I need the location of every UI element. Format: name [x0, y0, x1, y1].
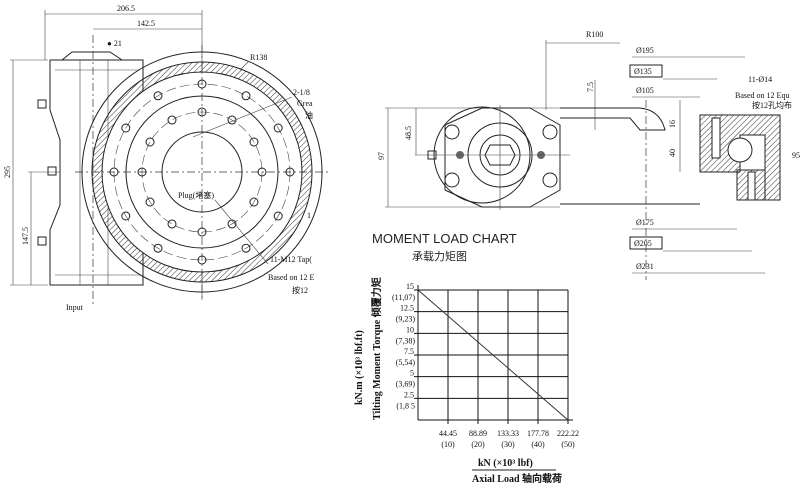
y-tick-label: 15	[406, 282, 414, 291]
dim-d175: Ø175	[636, 218, 654, 227]
x-tick-label: 133.33	[497, 429, 519, 438]
bolt-hole	[121, 211, 131, 221]
based-label: Based on 12 E	[268, 273, 315, 282]
bolt-hole	[249, 137, 259, 147]
bolt-hole	[145, 197, 155, 207]
dim-center: 142.5	[137, 19, 155, 28]
y-tick-alt-label: (1,8 5	[396, 401, 415, 410]
x-tick-alt-label: (10)	[441, 440, 455, 449]
y-tick-alt-label: (7,38)	[396, 336, 416, 345]
x-tick-alt-label: (50)	[561, 440, 575, 449]
x-tick-label: 44.45	[439, 429, 457, 438]
grease-label: Grea	[297, 99, 313, 108]
dim-48-5: 48.5	[404, 126, 413, 140]
dim-d205: Ø205	[634, 239, 652, 248]
bolt-hole	[145, 137, 155, 147]
grease-cn: 油	[305, 110, 313, 120]
dim-97: 97	[377, 152, 386, 160]
dim-d105: Ø105	[636, 86, 654, 95]
x-axis-label-2: Axial Load 轴向载荷	[472, 472, 562, 485]
x-tick-alt-label: (40)	[531, 440, 545, 449]
x-tick-label: 222.22	[557, 429, 579, 438]
dim-width: 206.5	[117, 4, 135, 13]
y-axis-label-2: Tilting Moment Torque 倾覆力矩	[370, 277, 383, 420]
bolt-hole	[197, 255, 207, 265]
bolt-hole	[121, 123, 131, 133]
x-tick-alt-label: (30)	[501, 440, 515, 449]
dim-d195: Ø195	[636, 46, 654, 55]
y-tick-label: 5	[410, 369, 414, 378]
y-tick-label: 7.5	[404, 347, 414, 356]
chart-title-cn: 承载力矩图	[412, 250, 467, 263]
bolt-hole	[153, 91, 163, 101]
dim-40: 40	[668, 149, 677, 157]
bolt-hole	[273, 211, 283, 221]
section-view: Ø195 Ø135 11-Ø14 Ø105 Based on 12 Equ 按1…	[629, 46, 800, 280]
series-line	[417, 289, 569, 421]
bolt-hole	[285, 167, 295, 177]
bolt-hole	[197, 227, 207, 237]
bolt-hole	[249, 197, 259, 207]
y-tick-alt-label: (5,54)	[396, 358, 416, 367]
grease-size: 2-1/8	[293, 88, 310, 97]
dim-16: 16	[668, 120, 677, 128]
dim-d231: Ø231	[636, 262, 654, 271]
based-on-label: Based on 12 Equ	[735, 91, 789, 100]
y-tick-label: 12.5	[400, 304, 414, 313]
y-tick-label: 10	[406, 325, 414, 334]
plug-label: Plug(堵塞)	[178, 190, 214, 200]
dim-r100: R100	[586, 30, 603, 39]
bolt-hole	[153, 243, 163, 253]
bolt-hole	[167, 115, 177, 125]
moment-load-chart: 44.45 (10) 88.89 (20) 133.33 (30) 177.78 (40) 22…	[354, 277, 579, 485]
dim-d135: Ø135	[634, 67, 652, 76]
bolt-hole	[257, 167, 267, 177]
x-axis-label: kN (×10³ lbf)	[478, 458, 533, 469]
y-tick-label: 2.5	[404, 390, 414, 399]
chart-title: MOMENT LOAD CHART	[372, 231, 517, 246]
bolt-pattern-cn: 按12	[292, 285, 308, 295]
dim-holes: 11-Ø14	[748, 75, 772, 84]
bolt-hole	[109, 167, 119, 177]
bolt-hole	[167, 219, 177, 229]
tap-label: 11-M12 Tap(	[270, 255, 312, 264]
bolt-hole	[241, 243, 251, 253]
y-tick-alt-label: (11,07)	[392, 293, 415, 302]
dim-input-shaft: ● 21	[107, 39, 122, 48]
y-tick-alt-label: (3,69)	[396, 380, 416, 389]
bolt-hole	[227, 115, 237, 125]
bolt-hole	[197, 79, 207, 89]
dim-half-height: 147.5	[21, 227, 30, 245]
callout-1: 1	[307, 211, 311, 220]
based-on-cn: 按12孔均布	[752, 100, 792, 110]
dim-7-5: 7.5	[586, 82, 595, 92]
bolt-hole	[197, 107, 207, 117]
side-view: R100 7.5 97 48.5 MOMENT LOAD CHART 承载力矩图	[372, 30, 700, 263]
front-view: 206.5 142.5 ● 21 295 147.5 Input R138	[3, 4, 330, 312]
bolt-hole	[241, 91, 251, 101]
dim-height: 295	[3, 166, 12, 178]
x-tick-label: 177.78	[527, 429, 549, 438]
dim-edge: 95	[792, 151, 800, 160]
bolt-hole	[273, 123, 283, 133]
y-axis-label: kN.m (×10³ lbf.ft)	[354, 330, 365, 405]
bolt-hole	[137, 167, 147, 177]
input-label: Input	[66, 303, 84, 312]
bolt-hole	[227, 219, 237, 229]
x-tick-alt-label: (20)	[471, 440, 485, 449]
dim-radius: R138	[250, 53, 267, 62]
x-tick-label: 88.89	[469, 429, 487, 438]
y-tick-alt-label: (9,23)	[396, 315, 416, 324]
